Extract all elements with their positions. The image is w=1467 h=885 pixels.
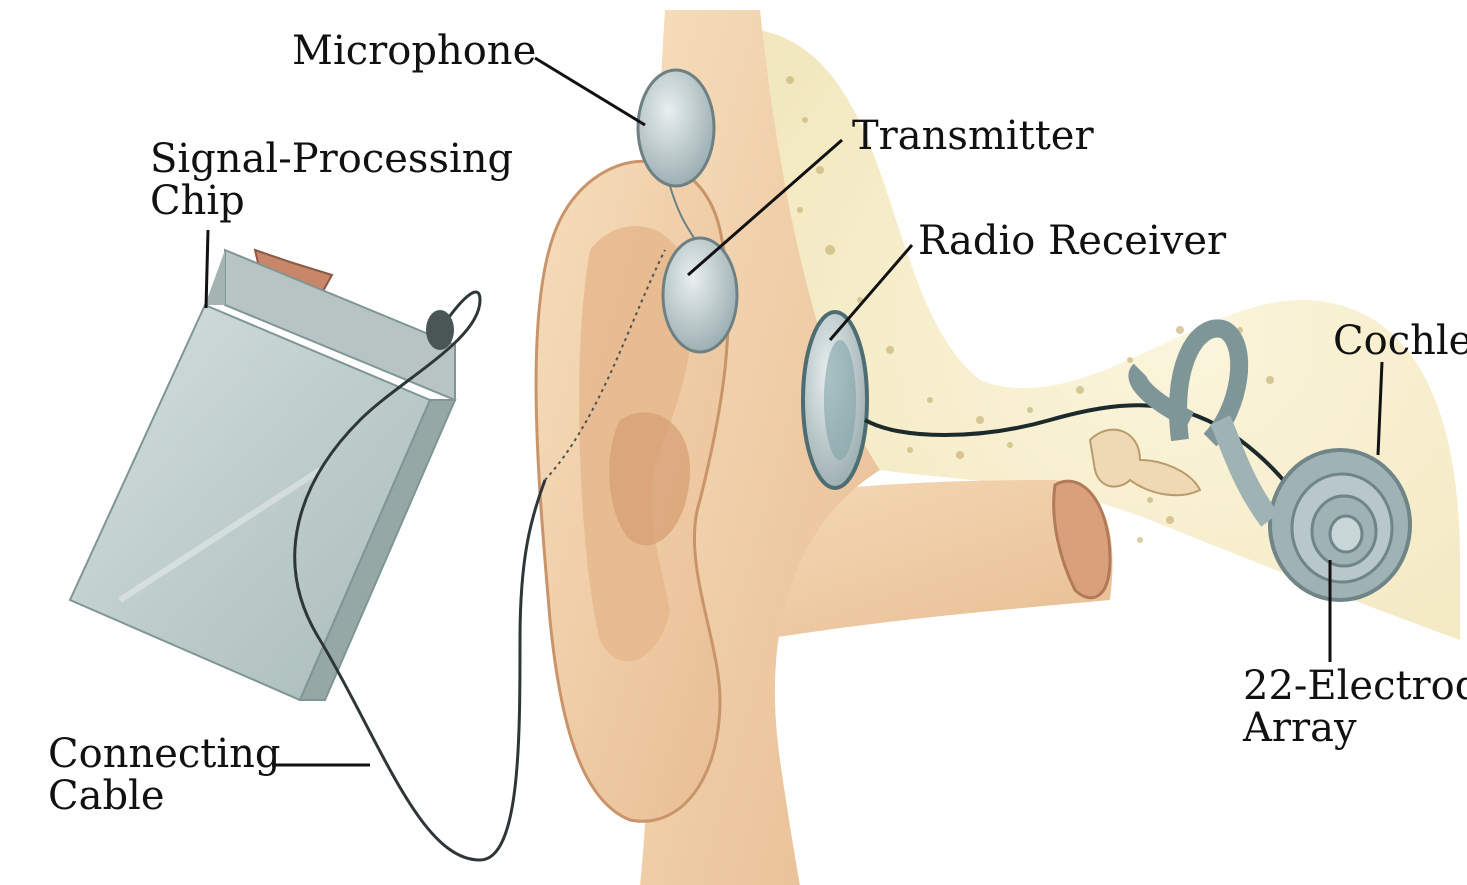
label-signal-chip: Signal-Processing Chip: [150, 138, 513, 222]
label-microphone: Microphone: [292, 30, 536, 72]
transmitter-disk: [663, 238, 737, 352]
label-connecting-cable: Connecting Cable: [48, 733, 281, 817]
label-radio-receiver: Radio Receiver: [918, 220, 1226, 262]
microphone-disk: [638, 70, 714, 186]
signal-processing-chip: [70, 250, 455, 700]
label-cochlea: Cochlea: [1333, 320, 1467, 362]
label-transmitter: Transmitter: [852, 115, 1094, 157]
label-electrode-array: 22-Electrode Array: [1243, 665, 1467, 749]
